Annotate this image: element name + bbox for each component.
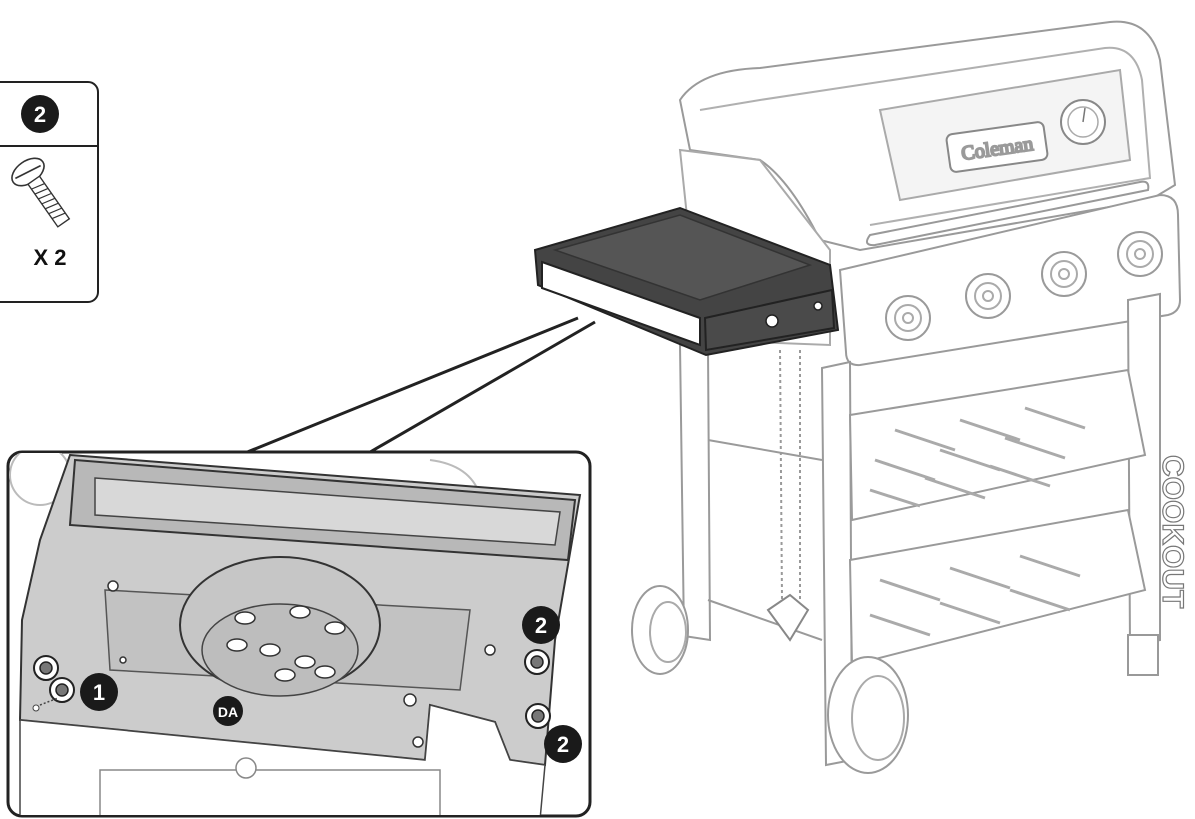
callout-1: 1 <box>93 680 105 705</box>
parts-box-callout-number: 2 <box>34 102 46 127</box>
burner-knob-icon <box>885 295 931 341</box>
parts-box: 2 X 2 <box>0 81 99 303</box>
thermometer-icon <box>1060 99 1106 145</box>
wheel-icon <box>631 585 689 675</box>
callout-2-lower: 2 <box>557 732 569 757</box>
part-label-da: DA <box>218 704 238 720</box>
cart-leg-rear-left <box>678 343 712 642</box>
burner-knob-icon <box>1041 251 1087 297</box>
screw-icon <box>525 703 551 729</box>
parts-box-quantity: X 2 <box>33 245 66 270</box>
detail-view: 1 2 2 DA <box>6 450 592 818</box>
screw-icon <box>524 649 550 675</box>
vent-disc <box>179 556 381 697</box>
burner-knobs <box>885 231 1163 341</box>
lower-shelf <box>848 508 1147 667</box>
numbered-badge-icon: 2 <box>522 606 560 644</box>
part-label-badge: DA <box>213 696 243 726</box>
side-label: COOKOUT <box>1156 455 1189 608</box>
side-tray <box>533 206 840 357</box>
burner-knob-icon <box>965 273 1011 319</box>
numbered-badge-icon: 2 <box>544 725 582 763</box>
callout-2-upper: 2 <box>535 613 547 638</box>
screw-icon <box>49 677 75 703</box>
screw-icon <box>11 157 71 228</box>
brand-plate: Coleman <box>945 121 1049 173</box>
screw-icon <box>33 655 59 681</box>
grill-illustration: Coleman <box>631 20 1190 774</box>
wheel-icon <box>827 656 909 774</box>
zoom-leader-lines <box>239 316 596 457</box>
numbered-badge-icon: 1 <box>80 673 118 711</box>
burner-knob-icon <box>1117 231 1163 277</box>
parts-box-badge: 2 <box>21 95 59 133</box>
upper-shelf <box>848 368 1147 522</box>
